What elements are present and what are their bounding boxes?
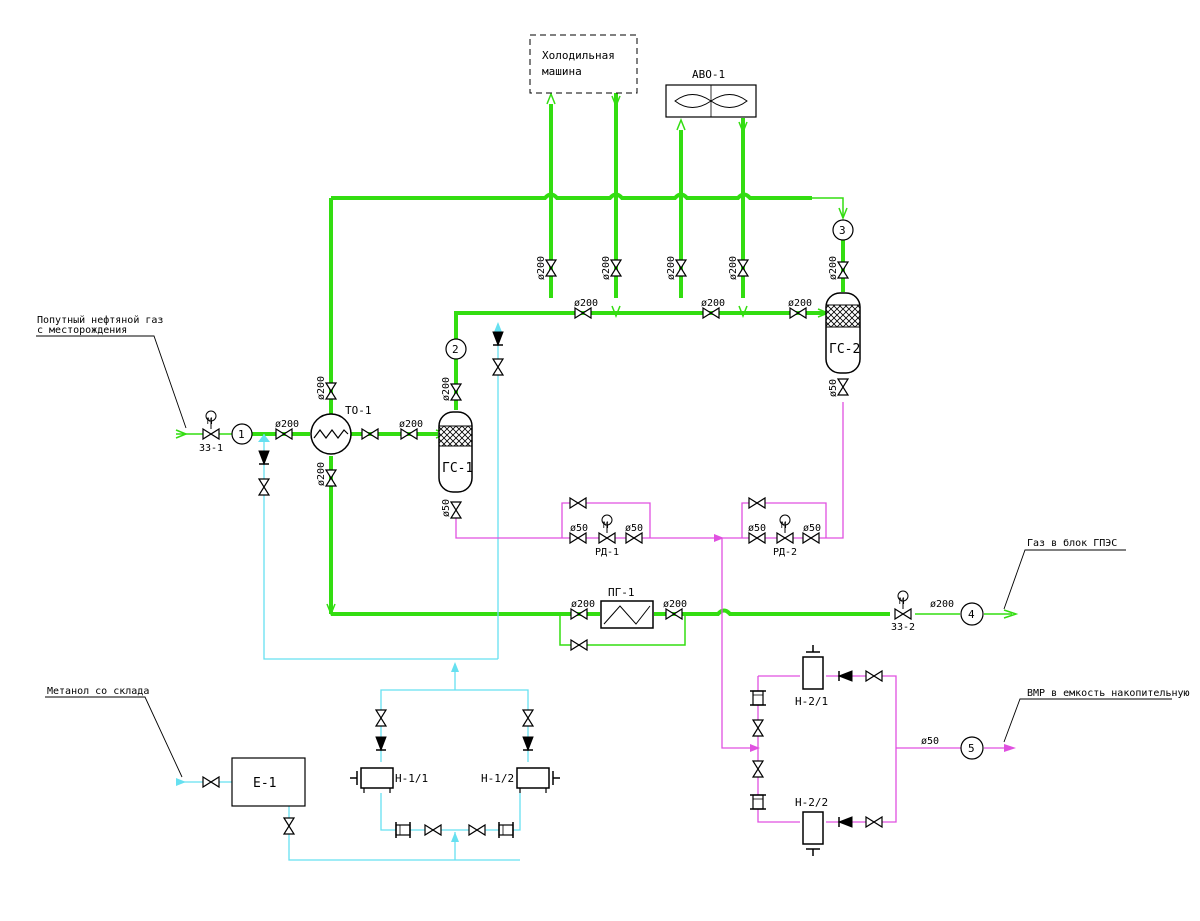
valve-tags: ЗЗ-1 ЗЗ-2 РД-1 РД-2 [199,443,915,633]
inlet-label-line2: с месторождения [37,325,127,336]
point-4: 4 [968,608,975,621]
diameter-labels: ø200 ø200 ø200 ø200 ø200 ø200 ø200 ø200 … [275,256,954,747]
n11-label: Н-1/1 [395,772,428,785]
dn-gs1-bottom: ø50 [441,499,452,517]
valves [202,259,912,839]
refrigerator-unit: Холодильная машина [529,34,638,94]
stream-callouts: Попутный нефтяной газ с месторождения Га… [36,314,1190,778]
valve-zz2 [894,608,912,620]
dn-rd1-a: ø50 [570,523,588,534]
rd1-tag: РД-1 [595,547,619,558]
dn-to-gs1: ø200 [399,419,423,430]
valve-zz1 [202,428,220,440]
pump-n22: Н-2/2 [795,796,828,856]
dn-pg-out: ø200 [663,599,687,610]
point-1: 1 [238,428,245,441]
dn-gs2-bottom: ø50 [828,379,839,397]
zz1-tag: ЗЗ-1 [199,443,223,454]
dn-v1: ø200 [536,256,547,280]
rd2-tag: РД-2 [773,547,797,558]
actuator-m-rd1: М [603,521,609,531]
dn-outlet: ø200 [930,599,954,610]
actuator-letters: М М М М [207,417,905,607]
heater-pg1: ПГ-1 [600,586,654,629]
dn-mid3: ø200 [788,298,812,309]
dn-gs1-top: ø200 [441,377,452,401]
air-cooler-avo1: АВО-1 [665,68,757,118]
gs1-label: ГС-1 [442,461,473,476]
dn-gs2-top: ø200 [828,256,839,280]
n12-label: Н-1/2 [481,772,514,785]
to1-label: ТО-1 [345,404,372,417]
refrigerator-label-line1: Холодильная [542,49,615,62]
pump-n21: Н-2/1 [795,645,828,708]
pg1-label: ПГ-1 [608,586,635,599]
actuator-m-zz2: М [899,597,905,607]
stream-points: 1 2 3 4 5 [231,219,984,760]
arrow-inlet [175,429,189,439]
refrigerator-label-line2: машина [542,65,582,78]
dn-wmr: ø50 [921,736,939,747]
separator-gs1: ГС-1 [438,411,473,493]
dn-v2: ø200 [601,256,612,280]
e1-label: Е-1 [253,776,276,791]
dn-v4: ø200 [728,256,739,280]
tank-e1: Е-1 [231,757,306,807]
wmr-out-label: ВМР в емкость накопительную [1027,688,1190,699]
inlet-label-line1: Попутный нефтяной газ [37,314,163,326]
actuator-m-rd2: М [781,521,787,531]
gas-out-label: Газ в блок ГПЭС [1027,537,1117,549]
gas-pipelines [176,90,1012,646]
pump-n12: Н-1/2 [481,767,560,793]
separator-gs2: ГС-2 [825,292,861,374]
avo-label: АВО-1 [692,68,725,81]
pump-n11: Н-1/1 [350,767,428,793]
n21-label: Н-2/1 [795,695,828,708]
dn-rd1-b: ø50 [625,523,643,534]
flow-arrows [175,91,1019,842]
dn-rd2-a: ø50 [748,523,766,534]
gs2-label: ГС-2 [829,342,860,357]
dn-to-top: ø200 [316,376,327,400]
actuator-m-zz1: М [207,417,213,427]
n22-label: Н-2/2 [795,796,828,809]
dn-to-bottom: ø200 [316,462,327,486]
point-3: 3 [839,224,846,237]
dn-v3: ø200 [666,256,677,280]
dn-inlet: ø200 [275,419,299,430]
point-2: 2 [452,343,459,356]
point-5: 5 [968,742,975,755]
dn-rd2-b: ø50 [803,523,821,534]
heat-exchanger-to1: ТО-1 [310,404,372,455]
dn-mid1: ø200 [574,298,598,309]
methanol-in-label: Метанол со склада [47,686,149,697]
zz2-tag: ЗЗ-2 [891,622,915,633]
dn-mid2: ø200 [701,298,725,309]
dn-pg-in: ø200 [571,599,595,610]
